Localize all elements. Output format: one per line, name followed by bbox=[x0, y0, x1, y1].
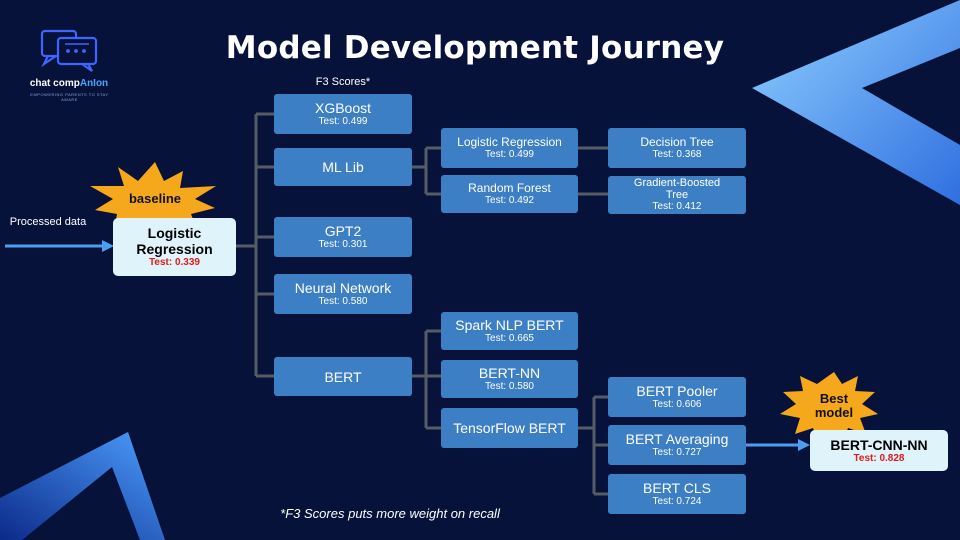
node-spark-nlp-bert: Spark NLP BERT Test: 0.665 bbox=[441, 312, 578, 350]
arrows bbox=[5, 240, 810, 451]
page-title: Model Development Journey bbox=[225, 30, 725, 66]
node-score: Test: 0.499 bbox=[485, 148, 534, 160]
node-logistic-regression-baseline: Logistic Regression Test: 0.339 bbox=[113, 218, 236, 276]
node-score: Test: 0.665 bbox=[485, 333, 534, 344]
best-model-label: Best model bbox=[814, 391, 854, 420]
node-bert-pooler: BERT Pooler Test: 0.606 bbox=[608, 377, 746, 417]
arrow-head-icon bbox=[102, 240, 114, 252]
node-name: Logistic Regression bbox=[136, 225, 213, 257]
node-name: BERT Pooler bbox=[636, 383, 718, 399]
node-score: Test: 0.499 bbox=[318, 116, 368, 127]
node-name: Gradient-Boosted Tree bbox=[633, 177, 721, 201]
node-random-forest: Random Forest Test: 0.492 bbox=[441, 175, 578, 213]
node-bert-averaging: BERT Averaging Test: 0.727 bbox=[608, 425, 746, 465]
node-decision-tree: Decision Tree Test: 0.368 bbox=[608, 128, 746, 168]
node-score: Test: 0.412 bbox=[652, 201, 702, 212]
node-xgboost: XGBoost Test: 0.499 bbox=[274, 94, 412, 134]
node-name: TensorFlow BERT bbox=[453, 420, 566, 436]
node-name: BERT CLS bbox=[643, 480, 711, 496]
node-neural-network: Neural Network Test: 0.580 bbox=[274, 274, 412, 314]
node-score: Test: 0.606 bbox=[652, 399, 702, 410]
node-score: Test: 0.301 bbox=[318, 239, 368, 250]
node-name: BERT-CNN-NN bbox=[830, 436, 928, 453]
node-score: Test: 0.727 bbox=[652, 447, 702, 458]
chevron-decoration-bottom-left bbox=[0, 432, 165, 540]
node-ml-lib: ML Lib bbox=[274, 148, 412, 186]
baseline-label: baseline bbox=[128, 191, 182, 206]
node-mllib-logistic-regression: Logistic Regression Test: 0.499 bbox=[441, 128, 578, 168]
node-score: Test: 0.368 bbox=[652, 148, 702, 160]
chevron-decoration-top-right bbox=[752, 0, 960, 205]
node-name: Spark NLP BERT bbox=[455, 317, 564, 333]
node-score: Test: 0.724 bbox=[652, 496, 702, 507]
node-gpt2: GPT2 Test: 0.301 bbox=[274, 217, 412, 257]
footnote: *F3 Scores puts more weight on recall bbox=[280, 506, 500, 521]
node-name: XGBoost bbox=[314, 100, 372, 116]
node-name: GPT2 bbox=[324, 223, 362, 239]
arrow-head-icon bbox=[798, 439, 810, 451]
node-score: Test: 0.339 bbox=[149, 257, 200, 268]
node-name: Neural Network bbox=[294, 280, 392, 296]
node-score: Test: 0.580 bbox=[485, 381, 534, 392]
f3-scores-label: F3 Scores* bbox=[315, 76, 371, 88]
chat-companion-logo-icon bbox=[40, 29, 98, 72]
node-bert: BERT bbox=[274, 357, 412, 396]
node-bert-cls: BERT CLS Test: 0.724 bbox=[608, 474, 746, 514]
node-tensorflow-bert: TensorFlow BERT bbox=[441, 408, 578, 448]
node-name: BERT Averaging bbox=[625, 431, 729, 447]
input-label: Processed data bbox=[9, 216, 87, 228]
node-name: BERT-NN bbox=[478, 365, 541, 381]
node-score: Test: 0.492 bbox=[485, 194, 534, 206]
node-name: Decision Tree bbox=[640, 134, 714, 149]
node-score: Test: 0.828 bbox=[853, 452, 905, 464]
node-name: ML Lib bbox=[322, 159, 364, 175]
node-gradient-boosted-tree: Gradient-Boosted Tree Test: 0.412 bbox=[608, 176, 746, 214]
node-bert-cnn-nn-best: BERT-CNN-NN Test: 0.828 bbox=[810, 430, 948, 471]
logo-tagline: EMPOWERING PARENTS TO STAY AWARE bbox=[30, 92, 109, 102]
logo-wordmark: chat compAnIon bbox=[29, 78, 109, 89]
node-name: BERT bbox=[324, 368, 362, 385]
node-name: Logistic Regression bbox=[457, 134, 562, 149]
node-bert-nn: BERT-NN Test: 0.580 bbox=[441, 360, 578, 398]
node-score: Test: 0.580 bbox=[318, 296, 368, 307]
node-name: Random Forest bbox=[468, 180, 551, 195]
connectors bbox=[236, 112, 608, 496]
best-model-starburst-icon bbox=[780, 372, 878, 444]
